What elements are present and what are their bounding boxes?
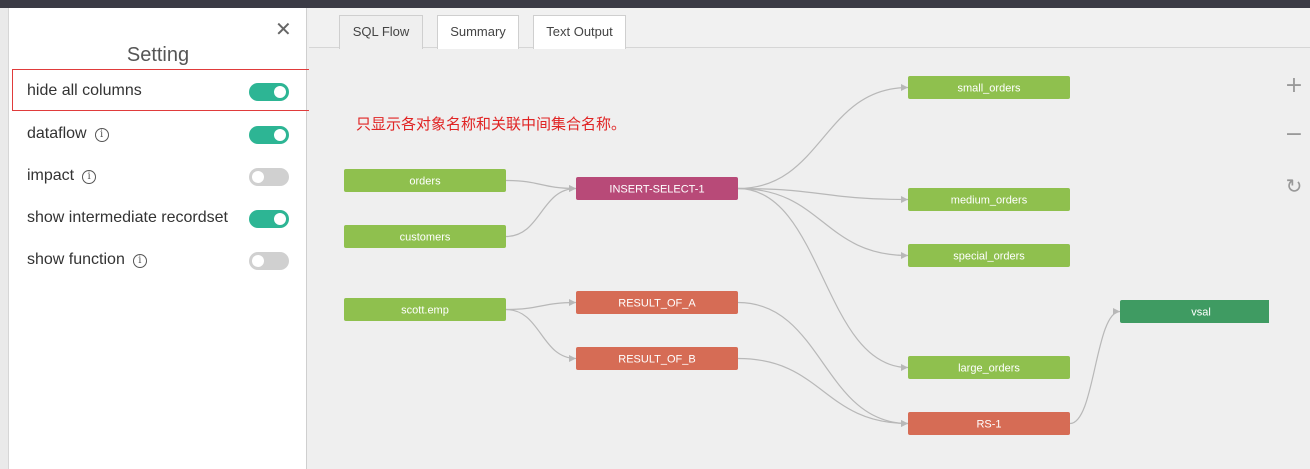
edge-insert1-to-small_orders	[737, 86, 909, 190]
info-icon[interactable]: i	[82, 170, 97, 184]
setting-label: hide all columns	[27, 82, 142, 99]
node-insert1[interactable]: INSERT-SELECT-1	[576, 177, 738, 200]
edge-insert1-to-large_orders	[737, 187, 909, 369]
node-label: small_orders	[958, 83, 1021, 95]
show-intermediate-recordset-toggle[interactable]	[249, 210, 289, 228]
node-label: RS-1	[976, 419, 1001, 431]
dataflow-toggle[interactable]	[249, 126, 289, 144]
node-box[interactable]	[908, 244, 1070, 267]
edge-arrowhead	[569, 355, 576, 362]
toggle-knob	[274, 129, 286, 141]
node-box[interactable]	[908, 76, 1070, 99]
flow-main-area: SQL Flow Summary Text Output orders custo…	[309, 8, 1310, 469]
edge-insert1-to-medium_orders	[737, 187, 909, 201]
info-icon[interactable]: i	[94, 128, 109, 142]
info-icon[interactable]: i	[132, 254, 147, 268]
edge-orders-to-insert1	[505, 179, 577, 190]
node-label: special_orders	[953, 251, 1025, 263]
tab-summary[interactable]: Summary	[437, 15, 519, 49]
edge-res_a-to-rs1	[737, 301, 909, 425]
node-box[interactable]	[576, 177, 738, 200]
edge-scott_emp-to-res_b	[505, 308, 577, 360]
node-small-orders[interactable]: small_orders	[908, 76, 1070, 99]
tab-text-output[interactable]: Text Output	[533, 15, 626, 49]
node-label: large_orders	[958, 363, 1020, 375]
edge-arrowhead	[901, 252, 908, 259]
node-label: vsal	[1191, 307, 1211, 319]
node-label: INSERT-SELECT-1	[609, 184, 704, 196]
node-box[interactable]	[344, 298, 506, 321]
node-box[interactable]	[344, 169, 506, 192]
node-box[interactable]	[908, 412, 1070, 435]
zoom-out-icon[interactable]: −	[1284, 122, 1304, 147]
tab-sql-flow[interactable]: SQL Flow	[339, 15, 423, 49]
edge-arrowhead	[1113, 308, 1120, 315]
zoom-in-icon[interactable]: +	[1284, 73, 1304, 98]
edge-arrowhead	[569, 299, 576, 306]
sql-flow-graph[interactable]: orders customers scott.emp INSERT-SELECT-1R…	[309, 48, 1269, 469]
left-gutter	[0, 8, 9, 469]
toggle-knob	[274, 213, 286, 225]
node-special-orders[interactable]: special_orders	[908, 244, 1070, 267]
edge-scott_emp-to-res_a	[505, 301, 577, 311]
edge-arrowhead	[901, 84, 908, 91]
toggle-knob	[252, 255, 264, 267]
setting-hide-all-columns: hide all columns	[12, 69, 310, 111]
node-label: RESULT_OF_A	[618, 298, 696, 310]
annotation-text: 只显示各对象名称和关联中间集合名称。	[356, 115, 627, 133]
impact-toggle[interactable]	[249, 168, 289, 186]
node-box[interactable]	[908, 356, 1070, 379]
window-top-bar	[0, 0, 1310, 8]
node-vsal[interactable]: vsal	[1120, 300, 1269, 323]
node-label: orders	[409, 176, 441, 188]
edge-arrowhead	[901, 196, 908, 203]
toggle-knob	[274, 86, 286, 98]
node-rs1[interactable]: RS-1	[908, 412, 1070, 435]
node-box[interactable]	[576, 347, 738, 370]
node-scott-emp[interactable]: scott.emp	[344, 298, 506, 321]
node-box[interactable]	[344, 225, 506, 248]
node-label: RESULT_OF_B	[618, 354, 695, 366]
node-label: medium_orders	[951, 195, 1028, 207]
hide-all-columns-toggle[interactable]	[249, 83, 289, 101]
settings-title: Setting	[126, 44, 190, 66]
toggle-knob	[252, 171, 264, 183]
edge-res_b-to-rs1	[737, 357, 909, 425]
setting-label: show intermediate recordset	[27, 209, 228, 226]
node-large-orders[interactable]: large_orders	[908, 356, 1070, 379]
node-customers[interactable]: customers	[344, 225, 506, 248]
node-medium-orders[interactable]: medium_orders	[908, 188, 1070, 211]
show-function-toggle[interactable]	[249, 252, 289, 270]
edge-rs1-to-vsal	[1069, 310, 1121, 425]
edge-arrowhead	[901, 364, 908, 371]
node-res-b[interactable]: RESULT_OF_B	[576, 347, 738, 370]
edge-customers-to-insert1	[505, 187, 577, 238]
node-box[interactable]	[908, 188, 1070, 211]
edge-insert1-to-special_orders	[737, 187, 909, 257]
node-label: customers	[400, 232, 451, 244]
reset-icon[interactable]: ↻	[1285, 174, 1303, 198]
node-box[interactable]	[576, 291, 738, 314]
setting-show-intermediate-recordset: show intermediate recordset	[13, 197, 311, 239]
node-box[interactable]	[1120, 300, 1269, 323]
node-res-a[interactable]: RESULT_OF_A	[576, 291, 738, 314]
close-icon[interactable]: ✕	[275, 17, 292, 41]
node-label: scott.emp	[401, 305, 449, 317]
edge-arrowhead	[901, 420, 908, 427]
tab-bar: SQL Flow Summary Text Output	[309, 8, 1310, 49]
node-orders[interactable]: orders	[344, 169, 506, 192]
edge-arrowhead	[569, 185, 576, 192]
